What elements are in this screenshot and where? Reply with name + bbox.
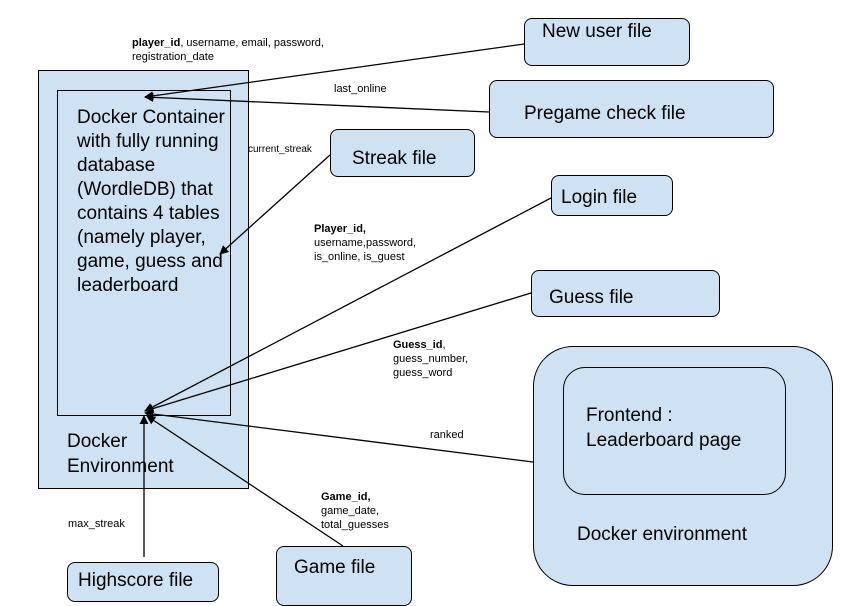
arrow-streak: [219, 154, 331, 255]
new-user-file-box: [524, 18, 690, 66]
highscore-file-box: [67, 562, 219, 602]
edge-label-highscore: max_streak: [68, 518, 125, 530]
pregame-check-file-label: Pregame check file: [524, 103, 686, 124]
login-file-label: Login file: [561, 187, 638, 208]
edge-label-guess: Guess_id,: [393, 339, 446, 352]
docker-environment-label-1: Docker: [67, 431, 128, 452]
pregame-check-file-box: [489, 80, 774, 138]
edge-label-new-user-line2: registration_date: [132, 51, 214, 63]
login-file-box: [551, 175, 673, 216]
new-user-file-label: New user file: [542, 21, 652, 42]
highscore-file-label: Highscore file: [78, 570, 194, 591]
frontend-label-2: Leaderboard page: [586, 430, 742, 451]
edge-label-pregame: last_online: [334, 83, 387, 95]
edge-label-frontend: ranked: [430, 429, 464, 441]
game-file-box: [276, 546, 412, 606]
edge-label-game-line2: game_date,: [321, 505, 380, 517]
edge-label-game-line3: total_guesses: [321, 519, 389, 531]
edge-label-new-user-key: player_id: [132, 37, 181, 49]
arrow-guess: [144, 292, 532, 413]
edge-label-game-key: Game_id,: [321, 491, 371, 503]
edge-label-guess-comma: ,: [442, 339, 446, 351]
edge-label-new-user-fields: , username, email, password,: [180, 37, 324, 49]
edge-label-login-line2: username,password,: [314, 237, 417, 249]
docker-container-label: Docker Container with fully running data…: [77, 107, 225, 296]
arrow-login: [144, 197, 552, 412]
edge-label-guess-line2: guess_number,: [393, 353, 469, 365]
arrow-game: [146, 415, 344, 547]
frontend-label-1: Frontend :: [586, 405, 673, 426]
edge-label-guess-key: Guess_id: [393, 339, 443, 351]
arrow-frontend: [144, 409, 534, 463]
guess-file-box: [531, 270, 720, 317]
game-file-label: Game file: [294, 557, 376, 578]
edge-label-streak: current_streak: [248, 144, 312, 155]
docker-container: [57, 90, 231, 416]
frontend-box: [563, 367, 786, 495]
docker-environment-label-2: Environment: [67, 456, 174, 477]
streak-file-box: [330, 129, 475, 177]
edge-label-login-line3: is_online, is_guest: [314, 251, 405, 263]
edge-label-new-user: player_id, username, email, password,: [132, 37, 324, 50]
arrow-new-user: [144, 43, 525, 101]
guess-file-label: Guess file: [549, 287, 634, 308]
frontend-docker-environment-label: Docker environment: [577, 524, 748, 545]
edge-label-guess-line3: guess_word: [393, 367, 453, 379]
arrow-pregame: [144, 92, 490, 113]
edge-label-login-key: Player_id,: [314, 223, 366, 235]
streak-file-label: Streak file: [352, 148, 437, 169]
